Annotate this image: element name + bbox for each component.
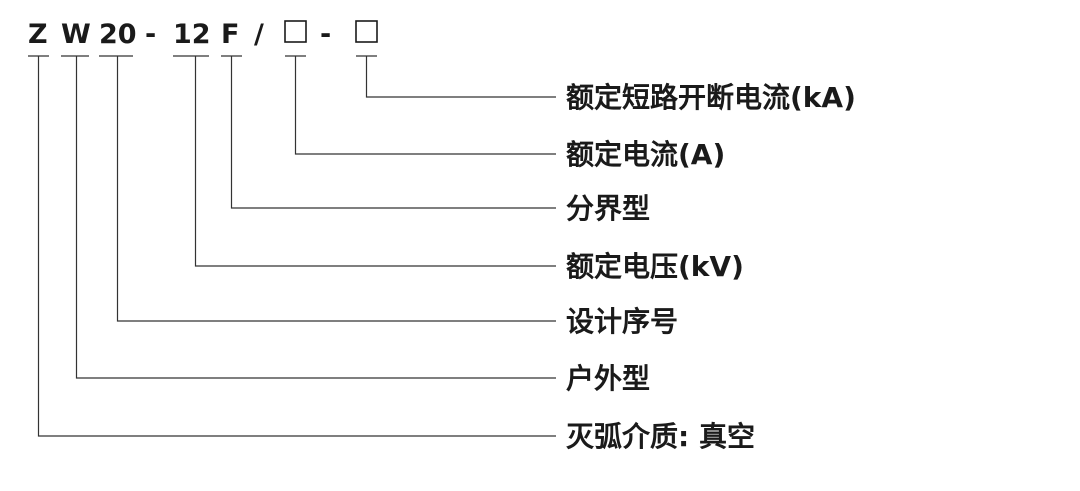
code-char-z: Z [28, 19, 48, 50]
code-char-w: W [61, 19, 91, 50]
code-placeholder-box-2 [355, 20, 378, 43]
label-arc-extinguishing-medium: 灭弧介质: 真空 [566, 420, 755, 453]
connector-f [230, 56, 556, 209]
connector-12 [194, 56, 556, 267]
code-slash: / [254, 19, 264, 50]
connector-z [37, 56, 556, 437]
label-outdoor-type: 户外型 [566, 362, 650, 395]
label-boundary-type: 分界型 [566, 192, 650, 225]
connector-w [75, 56, 556, 379]
label-rated-short-circuit-breaking-current: 额定短路开断电流(kA) [566, 81, 856, 114]
label-rated-current: 额定电流(A) [566, 138, 725, 171]
code-number-20: 20 [99, 19, 137, 50]
connector-20 [116, 56, 556, 322]
code-dash-2: - [320, 19, 331, 50]
connector-box2 [365, 56, 556, 98]
label-rated-voltage: 额定电压(kV) [566, 250, 744, 283]
connector-box1 [294, 56, 556, 155]
code-dash-1: - [145, 19, 156, 50]
label-design-serial: 设计序号 [566, 305, 678, 338]
code-placeholder-box-1 [284, 20, 307, 43]
code-char-f: F [221, 19, 239, 50]
code-number-12: 12 [173, 19, 211, 50]
